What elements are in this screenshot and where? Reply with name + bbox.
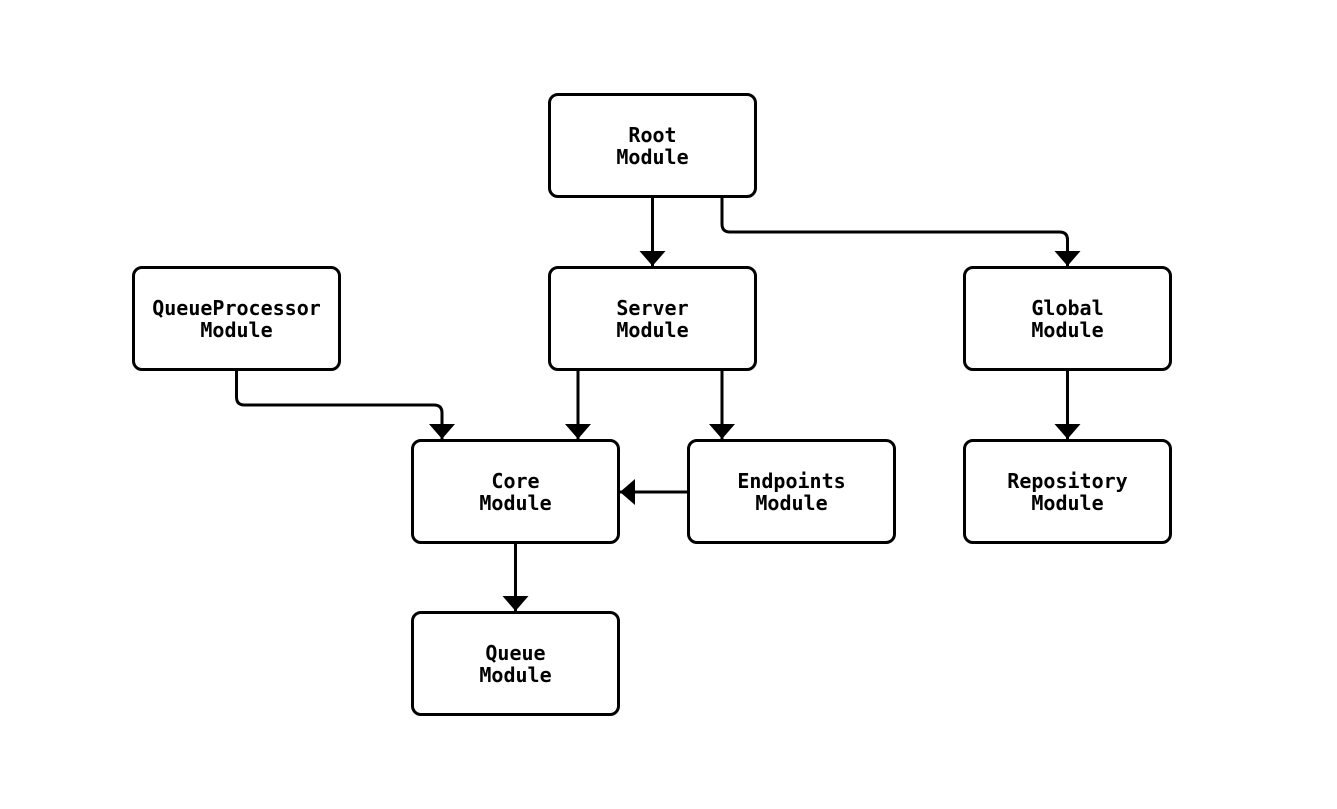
node-label-line: Module xyxy=(1031,490,1104,515)
node-label-line: Module xyxy=(1031,317,1104,342)
node-label-line: Core xyxy=(491,468,540,493)
node-label-line: Module xyxy=(616,144,689,169)
node-queue-module: Queue Module xyxy=(411,611,620,716)
node-label-line: Global xyxy=(1031,295,1104,320)
node-label-line: QueueProcessor xyxy=(152,295,321,320)
node-server-module: Server Module xyxy=(548,266,757,371)
node-label-line: Root xyxy=(628,122,677,147)
node-label-line: Module xyxy=(616,317,689,342)
node-core-module: Core Module xyxy=(411,439,620,544)
node-label-line: Module xyxy=(200,317,273,342)
node-root-module: Root Module xyxy=(548,93,757,198)
node-global-module: Global Module xyxy=(963,266,1172,371)
node-label-line: Server xyxy=(616,295,689,320)
node-endpoints-module: Endpoints Module xyxy=(687,439,896,544)
node-label-line: Queue xyxy=(485,640,546,665)
edge-root-to-global xyxy=(720,198,1081,266)
node-queueprocessor-module: QueueProcessor Module xyxy=(132,266,341,371)
edge-queueprocessor-to-core xyxy=(235,371,455,439)
node-label-line: Repository xyxy=(1007,468,1128,493)
node-label-line: Endpoints xyxy=(737,468,846,493)
node-label-line: Module xyxy=(479,662,552,687)
node-label-line: Module xyxy=(755,490,828,515)
node-label-line: Module xyxy=(479,490,552,515)
node-repository-module: Repository Module xyxy=(963,439,1172,544)
